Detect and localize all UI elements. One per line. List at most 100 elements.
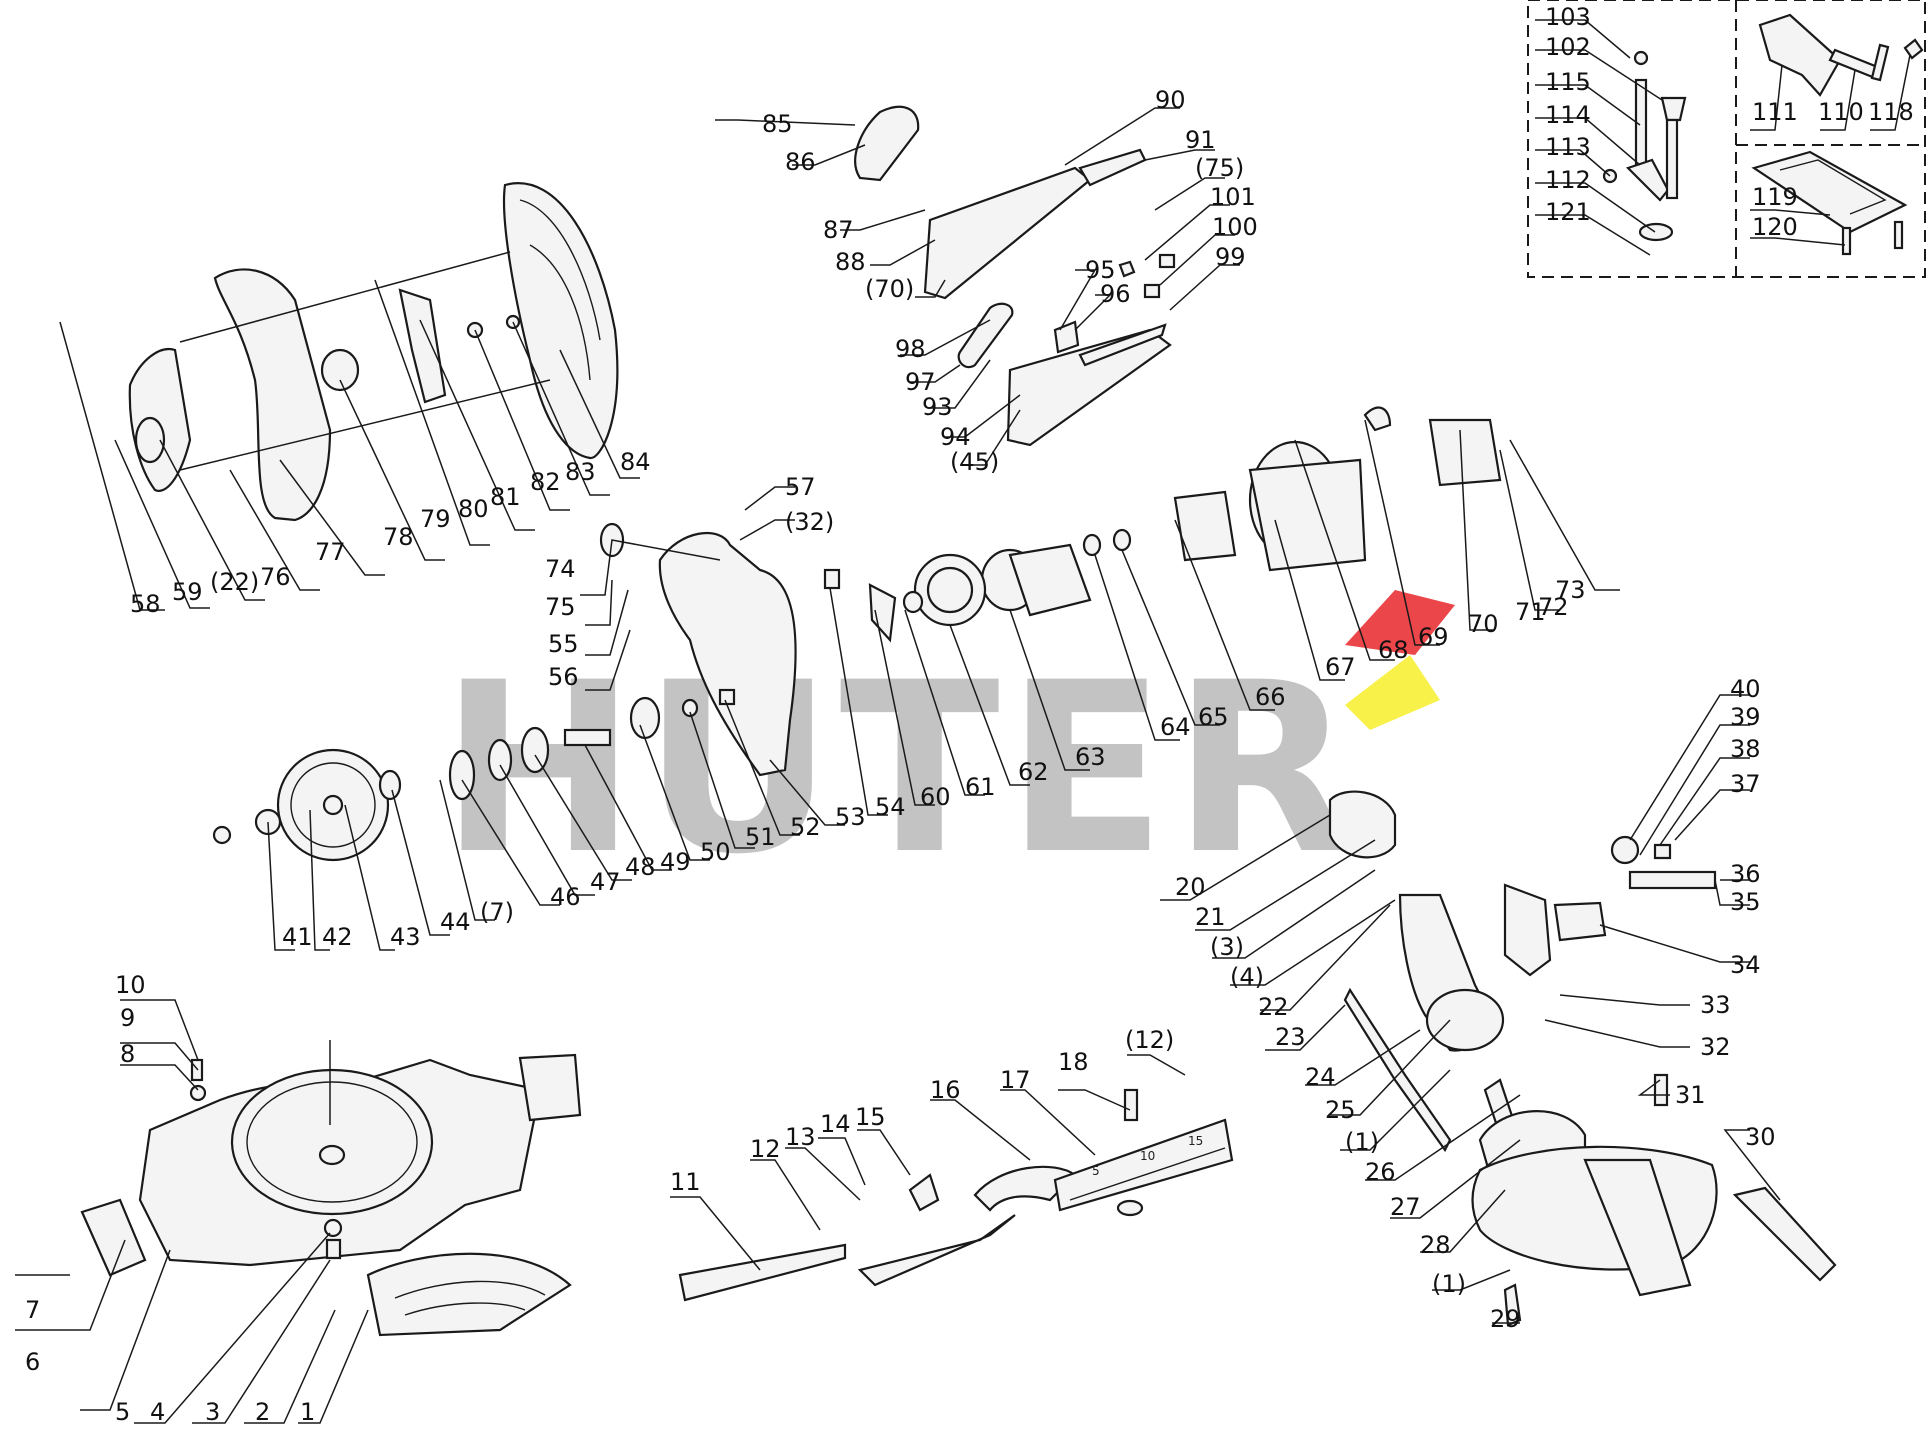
- part-label: (75): [1195, 154, 1244, 182]
- part-label: 38: [1730, 735, 1761, 763]
- part-label: 62: [1018, 758, 1049, 786]
- part-label: 33: [1700, 991, 1731, 1019]
- part-label: 35: [1730, 888, 1761, 916]
- part-label: 12: [750, 1135, 781, 1163]
- part-label: 96: [1100, 280, 1131, 308]
- part-label: 6: [25, 1348, 40, 1376]
- scale-mark-10: 10: [1140, 1149, 1155, 1163]
- part-label: 42: [322, 923, 353, 951]
- part-label: 90: [1155, 86, 1186, 114]
- part-label: 22: [1258, 993, 1289, 1021]
- part-label: 66: [1255, 683, 1286, 711]
- part-label: 118: [1868, 98, 1914, 126]
- part-label: 120: [1752, 213, 1798, 241]
- part-label: 28: [1420, 1231, 1451, 1259]
- part-label: 85: [762, 110, 793, 138]
- part-label: 72: [1538, 593, 1569, 621]
- part-label: 71: [1515, 598, 1546, 626]
- part-label: 26: [1365, 1158, 1396, 1186]
- part-label: 10: [115, 971, 146, 999]
- part-label: 32: [1700, 1033, 1731, 1061]
- part-label: 48: [625, 853, 656, 881]
- part-label: 27: [1390, 1193, 1421, 1221]
- part-label: 7: [25, 1296, 40, 1324]
- part-label: 67: [1325, 653, 1356, 681]
- part-label: 121: [1545, 198, 1591, 226]
- part-label: 15: [855, 1103, 886, 1131]
- part-label: 110: [1818, 98, 1864, 126]
- part-labels: 1 2 3 4 5 6 7 8 9 10 11 12 13 14 15 16 1…: [25, 3, 1914, 1426]
- part-label: 83: [565, 458, 596, 486]
- part-label: 52: [790, 813, 821, 841]
- part-label: 113: [1545, 133, 1591, 161]
- part-label: 36: [1730, 860, 1761, 888]
- part-label: 75: [545, 593, 576, 621]
- part-label: 13: [785, 1123, 816, 1151]
- part-label: 69: [1418, 623, 1449, 651]
- part-label: 82: [530, 468, 561, 496]
- part-label: 49: [660, 848, 691, 876]
- part-label: 65: [1198, 703, 1229, 731]
- part-label: 114: [1545, 101, 1591, 129]
- part-label: 9: [120, 1004, 135, 1032]
- part-label: 18: [1058, 1048, 1089, 1076]
- part-label: 101: [1210, 183, 1256, 211]
- part-label: 30: [1745, 1123, 1776, 1151]
- part-label: 73: [1555, 576, 1586, 604]
- part-label: 77: [315, 538, 346, 566]
- part-label: 53: [835, 803, 866, 831]
- part-label: 37: [1730, 770, 1761, 798]
- part-label: 20: [1175, 873, 1206, 901]
- part-label: 93: [922, 393, 953, 421]
- part-label: (1): [1345, 1128, 1379, 1156]
- blade-guard-group: [128, 182, 619, 522]
- part-label: 39: [1730, 703, 1761, 731]
- part-label: (7): [480, 898, 514, 926]
- part-label: (1): [1432, 1270, 1466, 1298]
- part-label: 63: [1075, 743, 1106, 771]
- part-label: 84: [620, 448, 651, 476]
- part-label: (45): [950, 448, 999, 476]
- scale-mark-15: 15: [1188, 1134, 1203, 1148]
- part-label: 74: [545, 555, 576, 583]
- part-label: 59: [172, 578, 203, 606]
- leader-lines: [15, 19, 1911, 1424]
- part-label: 5: [115, 1398, 130, 1426]
- part-label: 81: [490, 483, 521, 511]
- part-label: 51: [745, 823, 776, 851]
- part-label: 29: [1490, 1305, 1521, 1333]
- blade-spindle-group: [212, 688, 736, 862]
- part-label: 60: [920, 783, 951, 811]
- part-label: 91: [1185, 126, 1216, 154]
- part-label: (70): [865, 275, 914, 303]
- part-label: (3): [1210, 933, 1244, 961]
- inset-boxes: [1527, 0, 1926, 278]
- part-label: 88: [835, 248, 866, 276]
- part-label: 103: [1545, 3, 1591, 31]
- part-label: 100: [1212, 213, 1258, 241]
- part-label: 57: [785, 473, 816, 501]
- part-label: 34: [1730, 951, 1761, 979]
- handle-group: [854, 105, 1176, 447]
- part-label: 46: [550, 883, 581, 911]
- part-label: 97: [905, 368, 936, 396]
- part-label: 25: [1325, 1096, 1356, 1124]
- part-label: 80: [458, 495, 489, 523]
- part-label: 14: [820, 1110, 851, 1138]
- part-label: 40: [1730, 675, 1761, 703]
- part-label: 2: [255, 1398, 270, 1426]
- part-label: (12): [1125, 1026, 1174, 1054]
- part-label: 56: [548, 663, 579, 691]
- part-label: (4): [1230, 963, 1264, 991]
- part-label: 115: [1545, 68, 1591, 96]
- part-label: 31: [1675, 1081, 1706, 1109]
- part-label: 43: [390, 923, 421, 951]
- part-label: 68: [1378, 636, 1409, 664]
- part-label: (32): [785, 508, 834, 536]
- part-label: 111: [1752, 98, 1798, 126]
- part-label: 24: [1305, 1063, 1336, 1091]
- part-label: 94: [940, 423, 971, 451]
- part-label: 87: [823, 216, 854, 244]
- part-label: 41: [282, 923, 313, 951]
